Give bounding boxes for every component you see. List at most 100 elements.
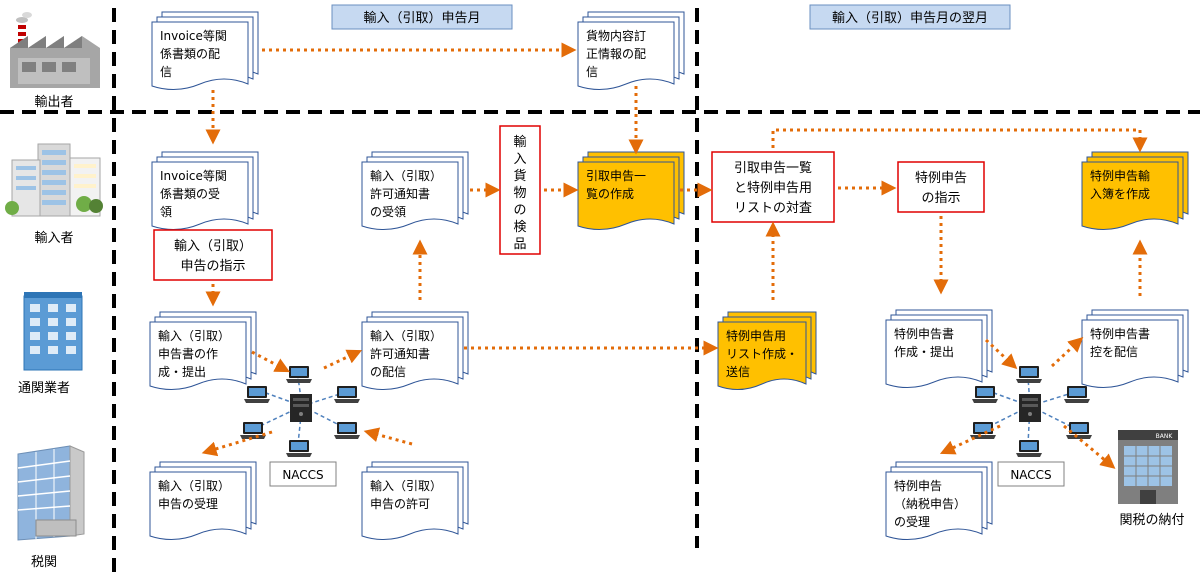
laptop-icon	[972, 386, 998, 403]
naccs-right-label: NACCS	[1010, 468, 1051, 482]
doc-text-line: の受領	[370, 204, 406, 219]
doc-text-line: 領	[160, 204, 172, 219]
task-instruct-declaration-line2: 申告の指示	[180, 259, 245, 274]
doc-text-line: 特例申告	[894, 478, 942, 493]
laptop-icon	[1064, 386, 1090, 403]
factory-icon	[10, 12, 100, 88]
doc-text-line: 申告の許可	[370, 497, 430, 511]
office-building-icon	[5, 143, 103, 217]
task-inspect-goods-char: 輸	[513, 135, 526, 150]
task-check-lists-line2: と特例申告用	[734, 181, 812, 196]
task-inspect-goods-char: 貨	[513, 168, 526, 184]
lane-separators	[0, 8, 1200, 576]
task-instruct-special-line2: の指示	[921, 191, 960, 206]
task-instruct-special-line1: 特例申告	[915, 171, 967, 186]
arrow-naccs-to-copy	[1050, 336, 1084, 368]
customs-broker-building-icon	[23, 292, 83, 371]
doc-text-line: 覧の作成	[586, 187, 634, 201]
doc-text-line: 引取申告一	[586, 169, 646, 183]
arrow-naccs-to-accept	[201, 430, 273, 457]
doc-text-line: 係書類の配	[160, 47, 220, 61]
doc-text-line: 送信	[726, 364, 750, 379]
doc-declaration-permit: 輸入（引取） 申告の許可	[361, 461, 469, 540]
doc-text-line: 申告の受理	[158, 497, 218, 511]
doc-text-line: 特例申告輸	[1090, 168, 1150, 183]
task-inspect-goods-char: 品	[513, 237, 526, 252]
doc-text-line: 貨物内容訂	[586, 28, 646, 43]
task-check-lists-line3: リストの対査	[734, 201, 812, 216]
actor-customs-broker-label: 通関業者	[18, 380, 70, 396]
task-check-lists-line1: 引取申告一覧	[734, 160, 812, 176]
doc-text-line: 輸入（引取）	[370, 168, 442, 183]
server-icon	[290, 394, 312, 422]
doc-text-line: 特例申告用	[726, 328, 786, 343]
header-current-month-label: 輸入（引取）申告月	[363, 11, 480, 26]
doc-text-line: の受理	[894, 515, 930, 529]
actor-exporter-label: 輸出者	[34, 95, 73, 110]
laptop-icon	[286, 440, 312, 457]
laptop-icon	[1016, 440, 1042, 457]
task-instruct-special: 特例申告 の指示	[897, 161, 985, 213]
naccs-network-right: NACCS	[970, 366, 1092, 487]
laptop-icon	[334, 386, 360, 403]
arrow-permit-to-naccs	[363, 427, 413, 446]
bank-sign-label: BANK	[1156, 433, 1174, 440]
arrow-declaration-to-naccs	[251, 350, 290, 373]
doc-text-line: 許可通知書	[370, 347, 430, 361]
naccs-network-left: NACCS	[240, 366, 360, 487]
customs-building-icon	[17, 445, 85, 541]
doc-text-line: 輸入（引取）	[158, 478, 230, 493]
doc-text-line: 作成・提出	[894, 344, 954, 359]
doc-text-line: 輸入（引取）	[370, 478, 442, 493]
actor-importer-label: 輸入者	[34, 231, 73, 246]
doc-text-line: 特例申告書	[894, 326, 954, 341]
doc-text-line: 特例申告書	[1090, 326, 1150, 341]
task-inspect-goods-char: 入	[513, 152, 526, 167]
task-inspect-goods-char: 物	[513, 186, 526, 201]
doc-text-line: 控を配信	[1090, 345, 1138, 359]
doc-text-line: 係書類の受	[160, 187, 220, 201]
actor-customs-label: 税関	[31, 555, 57, 570]
doc-text-line: リスト作成・	[726, 347, 798, 361]
task-check-lists: 引取申告一覧 と特例申告用 リストの対査	[711, 151, 835, 223]
doc-text-line: 許可通知書	[370, 187, 430, 201]
doc-text-line: （納税申告）	[894, 497, 966, 511]
arrow-naccs-to-permit	[323, 349, 363, 370]
flow-arrows	[201, 42, 1148, 469]
arrow-check-to-ledger	[771, 128, 1148, 153]
doc-text-line: 信	[586, 65, 598, 79]
naccs-left-label: NACCS	[282, 468, 323, 482]
header-current-month: 輸入（引取）申告月	[331, 4, 513, 30]
doc-text-line: 正情報の配	[586, 47, 646, 61]
doc-text-line: 輸入（引取）	[158, 328, 230, 343]
doc-text-line: の配信	[370, 365, 406, 379]
header-next-month-label: 輸入（引取）申告月の翌月	[832, 11, 988, 26]
laptop-icon	[244, 386, 270, 403]
tax-payment-label: 関税の納付	[1119, 513, 1184, 528]
doc-text-line: 入簿を作成	[1090, 186, 1150, 201]
doc-text-line: 信	[160, 65, 172, 79]
laptop-icon	[286, 366, 312, 383]
laptop-icon	[240, 422, 266, 439]
doc-declaration-accept: 輸入（引取） 申告の受理	[149, 461, 257, 540]
laptop-icon	[1016, 366, 1042, 383]
doc-text-line: 成・提出	[158, 364, 206, 379]
bank-icon: BANK	[1118, 430, 1178, 504]
task-instruct-declaration: 輸入（引取） 申告の指示	[153, 229, 273, 281]
laptop-icon	[334, 422, 360, 439]
doc-special-accept: 特例申告 （納税申告） の受理	[885, 461, 993, 540]
doc-text-line: Invoice等関	[160, 29, 227, 43]
header-next-month: 輸入（引取）申告月の翌月	[809, 4, 1011, 30]
task-instruct-declaration-line1: 輸入（引取）	[174, 239, 252, 254]
